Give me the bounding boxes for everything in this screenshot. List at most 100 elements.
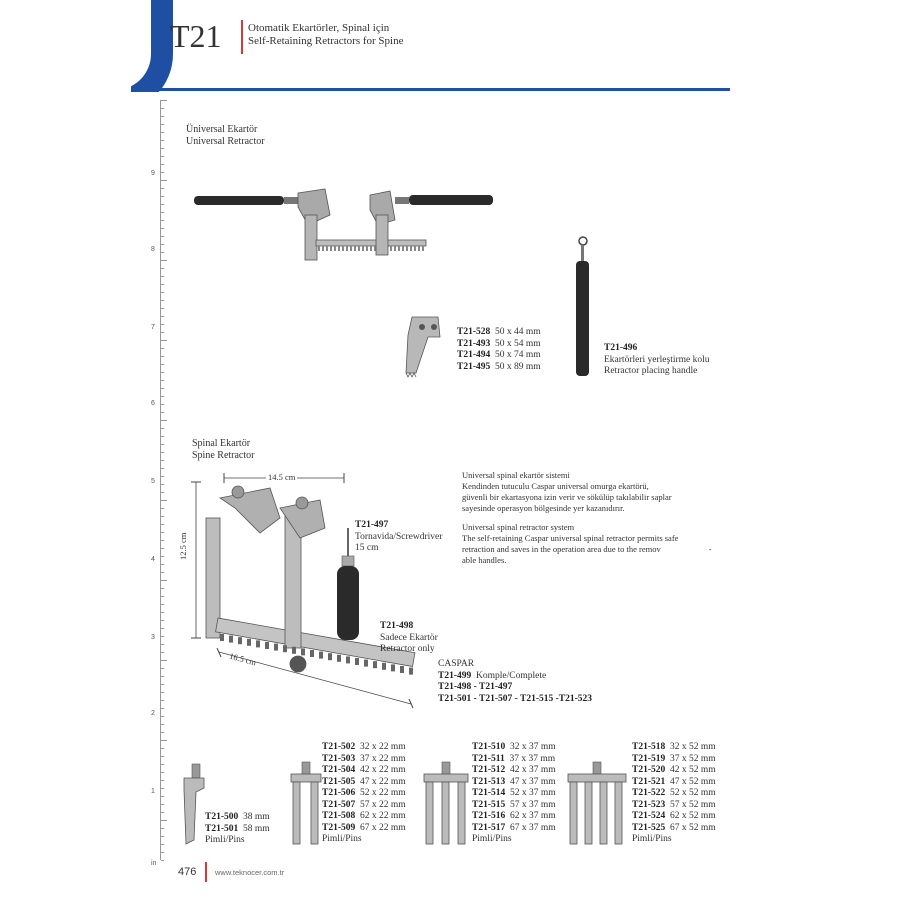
blade-list: T21-528 50 x 44 mm T21-493 50 x 54 mm T2… <box>457 327 541 373</box>
ruler-tick <box>161 804 164 805</box>
ruler-tick <box>161 564 164 565</box>
list-item: T21-516 62 x 37 mm <box>472 811 556 821</box>
ruler-tick <box>161 660 167 661</box>
ruler-number: 3 <box>151 634 155 641</box>
ruler-tick <box>161 708 164 709</box>
pins-label: Pimli/Pins <box>472 834 512 844</box>
ruler-tick <box>161 372 164 373</box>
ruler-tick <box>161 796 164 797</box>
ruler-tick <box>161 524 164 525</box>
ruler-tick <box>161 716 164 717</box>
ruler-tick <box>161 356 164 357</box>
single-pin-list: T21-500 38 mm T21-501 58 mm Pimli/Pins <box>205 812 270 845</box>
header-brand-curve <box>131 0 191 92</box>
ruler-tick <box>161 492 164 493</box>
ruler-tick <box>161 604 164 605</box>
ruler-tick <box>161 340 167 341</box>
header-title-tr: Otomatik Ekartörler, Spinal için <box>248 22 390 34</box>
ruler-tick <box>161 204 164 205</box>
ruler-tick <box>161 756 164 757</box>
ruler-tick <box>161 268 164 269</box>
ruler-tick <box>161 700 164 701</box>
ruler-tick <box>161 428 164 429</box>
two-pin-blade-image <box>290 761 322 845</box>
list-item: T21-502 32 x 22 mm <box>322 742 406 752</box>
list-item: T21-500 38 mm <box>205 812 270 822</box>
ruler-tick <box>161 332 164 333</box>
ruler-tick <box>161 220 164 221</box>
ruler-tick <box>161 444 164 445</box>
four-pin-blade-image <box>567 761 627 845</box>
ruler-tick <box>161 556 164 557</box>
ruler-tick <box>161 188 164 189</box>
ruler-tick <box>161 500 167 501</box>
ruler-tick <box>161 588 164 589</box>
universal-retractor-image <box>194 188 493 261</box>
ruler-tick <box>161 780 164 781</box>
header-divider <box>241 20 243 54</box>
list-item: T21-504 42 x 22 mm <box>322 765 406 775</box>
ruler-tick <box>161 228 164 229</box>
ruler-tick <box>161 644 164 645</box>
list-item: T21-528 50 x 44 mm <box>457 327 541 337</box>
three-pin-blade-image <box>423 761 469 845</box>
ruler-tick <box>161 116 164 117</box>
caspar-set: CASPAR T21-499 Komple/Complete T21-498 -… <box>438 659 593 704</box>
list-item: T21-519 37 x 52 mm <box>632 753 716 764</box>
system-description: Universal spinal ekartör sistemi Kendind… <box>462 470 712 565</box>
ruler-tick <box>161 348 164 349</box>
list-item: T21-518 32 x 52 mm <box>632 742 716 752</box>
ruler-tick <box>161 460 164 461</box>
list-item: T21-493 50 x 54 mm <box>457 338 541 349</box>
ruler-tick <box>161 324 164 325</box>
section1-title-en: Universal Retractor <box>186 136 265 147</box>
ruler-tick <box>161 508 164 509</box>
ruler-tick <box>161 164 164 165</box>
ruler-tick <box>161 580 167 581</box>
ruler-number: 6 <box>151 400 155 407</box>
handle-info: T21-496 Ekartörleri yerleştirme kolu Ret… <box>604 343 710 376</box>
ruler-tick <box>161 388 164 389</box>
list-item: T21-513 47 x 37 mm <box>472 776 556 787</box>
list-item: T21-505 47 x 22 mm <box>322 776 406 787</box>
section1-title-tr: Üniversal Ekartör <box>186 124 258 135</box>
ruler-tick <box>161 468 164 469</box>
ruler-tick <box>161 244 164 245</box>
ruler-tick <box>161 812 164 813</box>
retractor-blade-image <box>405 316 441 378</box>
ruler-tick <box>161 596 164 597</box>
ruler-tick <box>161 292 164 293</box>
screwdriver-info: T21-497 Tornavida/Screwdriver 15 cm <box>355 520 443 553</box>
list-item: T21-523 57 x 52 mm <box>632 799 716 810</box>
ruler-tick <box>161 212 164 213</box>
ruler-tick <box>161 140 164 141</box>
ruler-tick <box>161 132 164 133</box>
footer-link[interactable]: www.teknocer.com.tr <box>215 868 285 877</box>
ruler-tick <box>161 628 164 629</box>
placing-handle-image <box>576 236 589 376</box>
page-number: 476 <box>178 866 197 878</box>
ruler-tick <box>161 196 164 197</box>
ruler-tick <box>161 316 164 317</box>
ruler-tick <box>161 300 164 301</box>
list-item: T21-515 57 x 37 mm <box>472 799 556 810</box>
ruler-tick <box>161 396 164 397</box>
list-item: T21-509 67 x 22 mm <box>322 822 406 833</box>
list-item: T21-522 52 x 52 mm <box>632 788 716 798</box>
ruler-tick <box>161 540 164 541</box>
ruler-tick <box>161 308 164 309</box>
ruler-tick <box>161 836 164 837</box>
ruler-tick <box>161 236 164 237</box>
ruler-tick <box>161 436 164 437</box>
ruler-tick <box>161 764 164 765</box>
ruler-tick <box>161 484 164 485</box>
pins-label: Pimli/Pins <box>632 834 672 844</box>
retractor-only-info: T21-498 Sadece Ekartör Retractor only <box>380 621 438 654</box>
ruler-tick <box>161 364 164 365</box>
height-dimension-line <box>191 481 201 639</box>
list-item: T21-520 42 x 52 mm <box>632 765 716 775</box>
ruler-number: 1 <box>151 788 155 795</box>
